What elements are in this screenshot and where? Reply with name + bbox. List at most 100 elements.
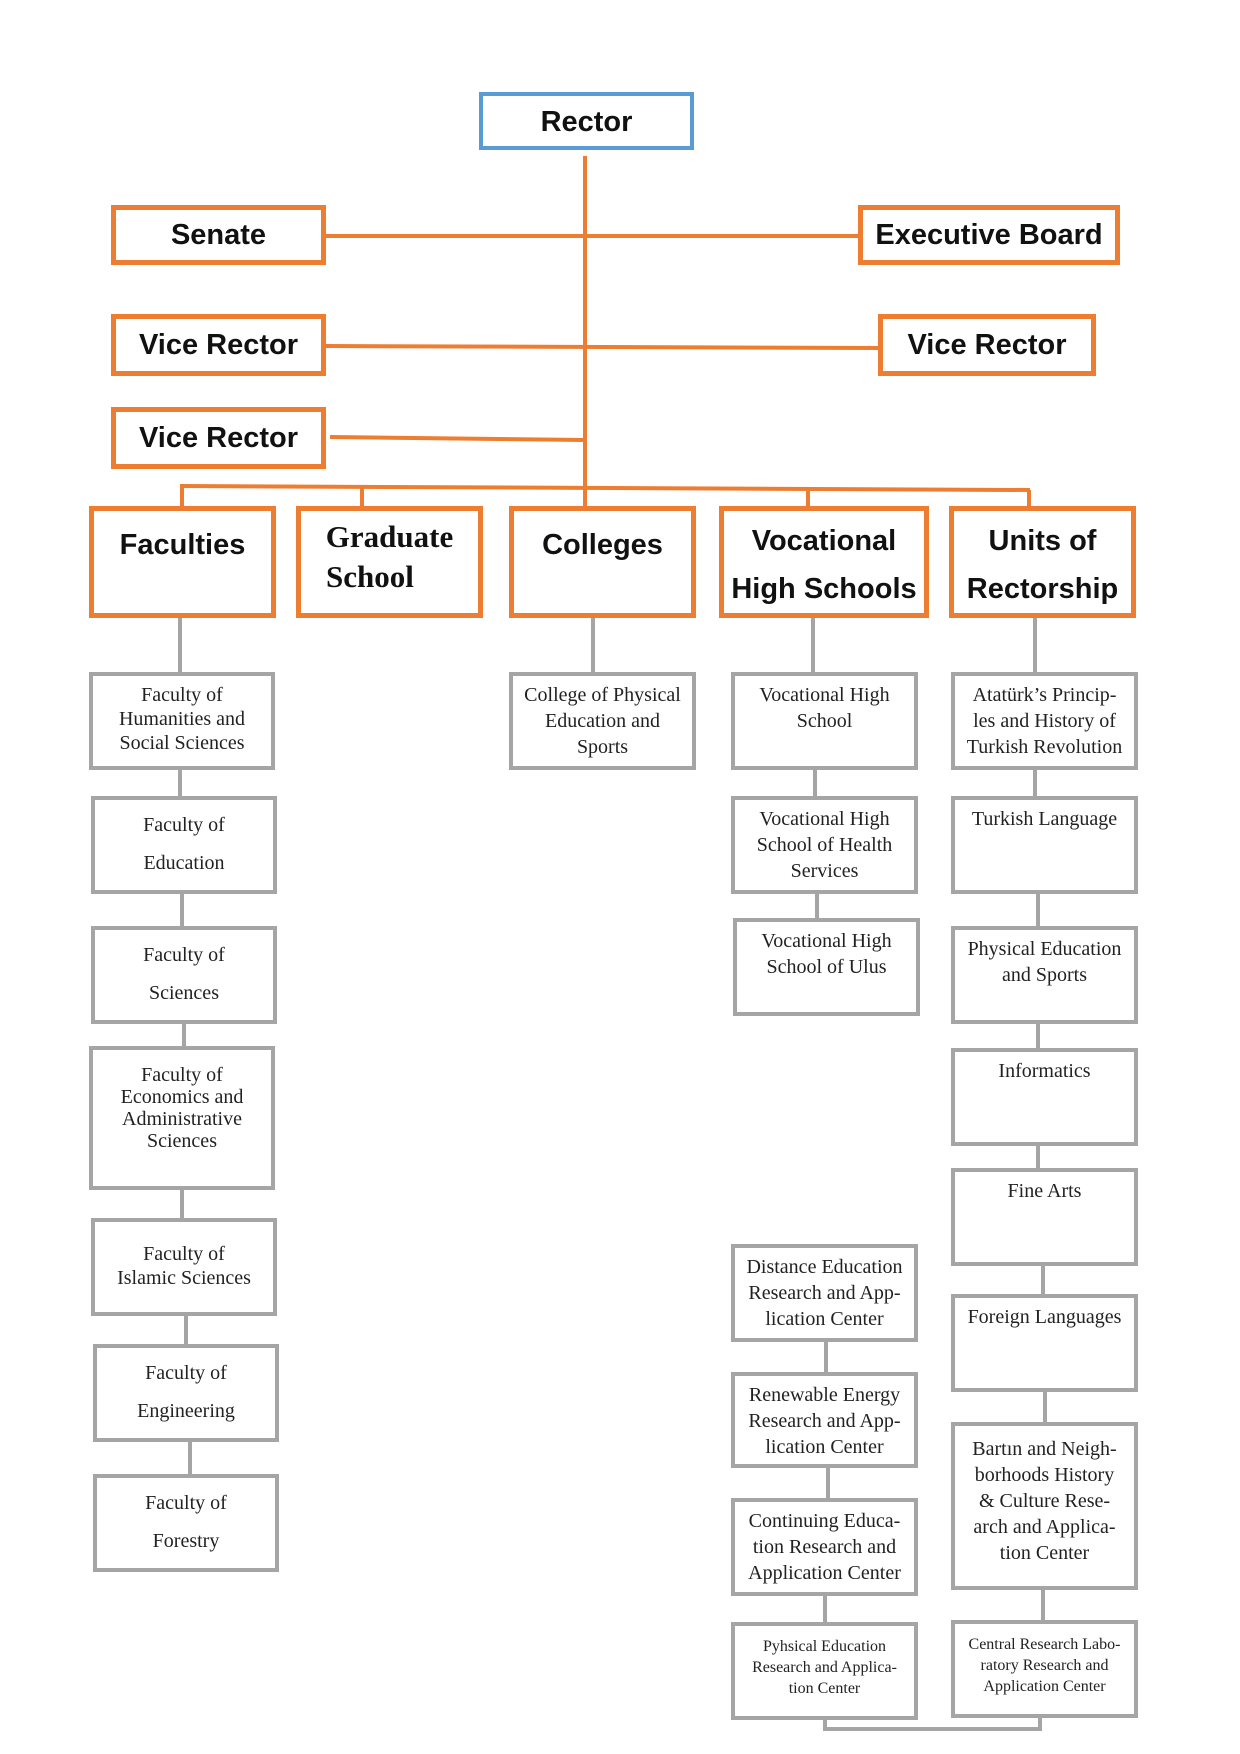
unit-line: School of Ulus [766,956,887,978]
faculty-box: Faculty of Education [91,796,277,894]
unit-line: Application Center [983,1678,1106,1695]
unit-line: Faculty of [145,1492,227,1514]
unit-line: Sciences [149,982,219,1004]
rectorship-unit-box: Physical Education and Sports [951,926,1138,1024]
executive-board-box: Executive Board [858,205,1120,265]
unit-line: Pyhsical Education [762,1638,887,1655]
rectorship-category-box: Units of Rectorship [949,506,1136,618]
unit-line: Distance Education [746,1256,903,1278]
unit-line: Research and App- [748,1410,901,1432]
unit-line: Faculty of [141,1064,223,1086]
rectorship-unit-box: Bartın and Neigh- borhoods History & Cul… [951,1422,1138,1590]
unit-line: Sports [576,736,629,758]
rectorship-unit-box: Atatürk’s Princip- les and History of Tu… [951,672,1138,770]
rectorship-unit-box: Informatics [951,1048,1138,1146]
unit-line: School of Health [756,834,893,856]
unit-line: Turkish Language [971,808,1118,830]
category-bus-line [179,484,1031,492]
unit-line: Research and App- [748,1282,901,1304]
unit-line: Faculty of [145,1362,227,1384]
vice-rector-box-right: Vice Rector [878,314,1096,376]
unit-line: Faculty of [143,814,225,836]
unit-line: Vocational High [761,930,892,952]
research-center-box: Renewable Energy Research and App- licat… [731,1372,918,1468]
unit-line: tion Research and [752,1536,897,1558]
unit-line: Sciences [147,1130,217,1152]
unit-line: Foreign Languages [967,1306,1122,1328]
unit-line: Economics and [120,1086,244,1108]
rectorship-unit-box: Central Research Labo- ratory Research a… [951,1620,1138,1718]
graduate-school-label-line-1: Graduate [325,519,454,554]
faculty-box: Faculty of Economics and Administrative … [89,1046,275,1190]
unit-line: Physical Education [967,938,1122,960]
unit-line: Faculty of [141,684,223,706]
research-center-box: Continuing Educa- tion Research and Appl… [731,1498,918,1596]
unit-line: & Culture Rese- [978,1490,1111,1512]
unit-line: Continuing Educa- [748,1510,901,1532]
faculty-box: Faculty of Humanities and Social Science… [89,672,275,770]
rector-label: Rector [540,106,633,138]
unit-line: arch and Applica- [973,1516,1116,1538]
unit-line: College of Physical [524,684,681,706]
faculties-category-label: Faculties [119,529,246,561]
unit-line: Islamic Sciences [117,1267,251,1289]
senate-box: Senate [111,205,326,265]
vocational-category-box: Vocational High Schools [719,506,929,618]
unit-line: Turkish Revolution [966,736,1123,758]
college-box: College of Physical Education and Sports [509,672,696,770]
vocational-school-box: Vocational High School of Health Service… [731,796,918,894]
unit-line: Education [143,852,225,874]
unit-line: Bartın and Neigh- [972,1438,1117,1460]
vice-rector-label-left-1: Vice Rector [138,329,299,361]
unit-line: Administrative [122,1108,242,1130]
unit-line: Informatics [998,1060,1091,1082]
vice-rector-box-left-1: Vice Rector [111,314,326,376]
research-center-box: Distance Education Research and App- lic… [731,1244,918,1342]
executive-board-label: Executive Board [875,219,1103,251]
faculty-box: Faculty of Islamic Sciences [91,1218,277,1316]
unit-line: Atatürk’s Princip- [972,684,1117,706]
rector-box: Rector [479,92,694,150]
unit-line: Faculty of [143,1243,225,1265]
rectorship-unit-box: Foreign Languages [951,1294,1138,1392]
unit-line: Engineering [137,1400,235,1422]
rectorship-unit-box: Turkish Language [951,796,1138,894]
faculty-box: Faculty of Forestry [93,1474,279,1572]
unit-line: Application Center [748,1562,901,1584]
unit-line: Fine Arts [1007,1180,1082,1202]
unit-line: and Sports [1002,964,1087,986]
vice-rector-box-left-2: Vice Rector [111,407,326,469]
unit-line: Services [790,860,859,882]
unit-line: tion Center [999,1542,1090,1564]
faculty-box: Faculty of Sciences [91,926,277,1024]
vocational-label-line-2: High Schools [731,573,917,605]
unit-line: borhoods History [974,1464,1115,1486]
unit-line: Social Sciences [119,732,245,754]
vocational-label-line-1: Vocational [751,525,897,557]
unit-line: Renewable Energy [748,1384,901,1406]
vice-rector-line-2 [329,435,586,442]
vocational-school-box: Vocational High School of Ulus [733,918,920,1016]
vocational-school-box: Vocational High School [731,672,918,770]
unit-line: ratory Research and [980,1657,1109,1674]
colleges-category-label: Colleges [542,529,663,561]
research-center-box: Pyhsical Education Research and Applica-… [731,1622,918,1720]
rectorship-label-line-1: Units of [988,525,1097,557]
faculty-box: Faculty of Engineering [93,1344,279,1442]
rectorship-label-line-2: Rectorship [966,573,1119,605]
unit-line: Faculty of [143,944,225,966]
unit-line: Research and Applica- [752,1659,897,1676]
senate-label: Senate [170,219,267,251]
vice-rector-line-1 [324,344,881,350]
unit-line: lication Center [765,1308,884,1330]
graduate-school-category-box: Graduate School [296,506,483,618]
colleges-category-box: Colleges [509,506,696,618]
unit-line: Humanities and [118,708,246,730]
unit-line: tion Center [788,1680,861,1697]
faculties-category-box: Faculties [89,506,276,618]
unit-line: Central Research Labo- [968,1636,1121,1653]
unit-line: Forestry [152,1530,220,1552]
unit-line: Vocational High [759,684,890,706]
